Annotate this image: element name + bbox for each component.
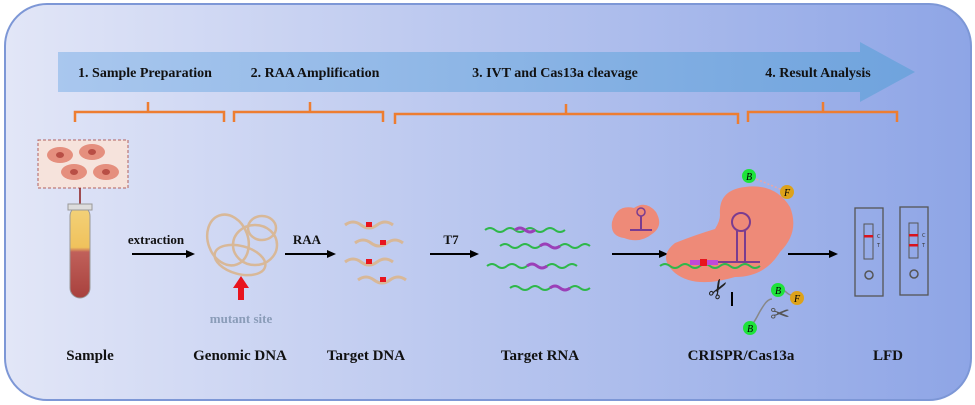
lfd-strip-negative: C T: [854, 207, 884, 297]
target-dna-illustration: [344, 220, 407, 285]
svg-text:B: B: [775, 286, 781, 297]
stage-label-crispr-cas13a: CRISPR/Cas13a: [688, 348, 795, 364]
target-rna-bound: [659, 263, 761, 269]
cas13a-small-icon: [611, 204, 660, 241]
svg-text:F: F: [793, 294, 801, 305]
raa-label: RAA: [293, 232, 322, 247]
cells-illustration: [37, 139, 129, 189]
brace-step-1: [73, 102, 226, 122]
background-panel: [4, 3, 972, 401]
brace-step-3: [393, 104, 740, 124]
stage-label-target-dna: Target DNA: [327, 348, 405, 364]
step-1-label: 1. Sample Preparation: [78, 66, 212, 81]
control-line: [864, 235, 873, 238]
process-arrow: [58, 42, 915, 102]
tube-cap: [67, 203, 93, 211]
crrna-hairpin: [718, 212, 760, 263]
stage-label-sample: Sample: [66, 348, 114, 364]
step-4-label: 4. Result Analysis: [765, 66, 871, 81]
cas13a-protein: [666, 186, 794, 283]
stage-label-lfd: LFD: [873, 348, 903, 364]
step-3-label: 3. IVT and Cas13a cleavage: [472, 66, 638, 81]
svg-text:T: T: [921, 243, 926, 249]
mutant-site-arrow: [233, 276, 249, 300]
svg-text:F: F: [783, 188, 791, 199]
svg-text:C: C: [922, 233, 926, 239]
brace-step-4: [746, 102, 899, 122]
test-line: [909, 244, 918, 247]
stage-label-target-rna: Target RNA: [501, 348, 579, 364]
brace-step-2: [232, 102, 385, 122]
svg-text:B: B: [746, 172, 752, 183]
extraction-label: extraction: [128, 232, 185, 247]
stage-label-genomic-dna: Genomic DNA: [193, 348, 287, 364]
mutant-site-label: mutant site: [210, 311, 273, 326]
lfd-strip-positive: C T: [899, 206, 929, 296]
reporter-cleaved: B F B ✂: [743, 283, 804, 335]
scissors-icon: ✂: [770, 300, 790, 328]
t7-label: T7: [443, 232, 459, 247]
svg-text:T: T: [876, 243, 881, 249]
control-line: [909, 234, 918, 237]
step-2-label: 2. RAA Amplification: [251, 66, 380, 81]
reporter-intact: B F: [742, 169, 794, 199]
genomic-dna-illustration: [205, 213, 279, 277]
svg-text:C: C: [877, 234, 881, 240]
target-rna-illustration: [484, 226, 591, 292]
blood-tube: [69, 205, 91, 299]
svg-text:B: B: [747, 324, 753, 335]
